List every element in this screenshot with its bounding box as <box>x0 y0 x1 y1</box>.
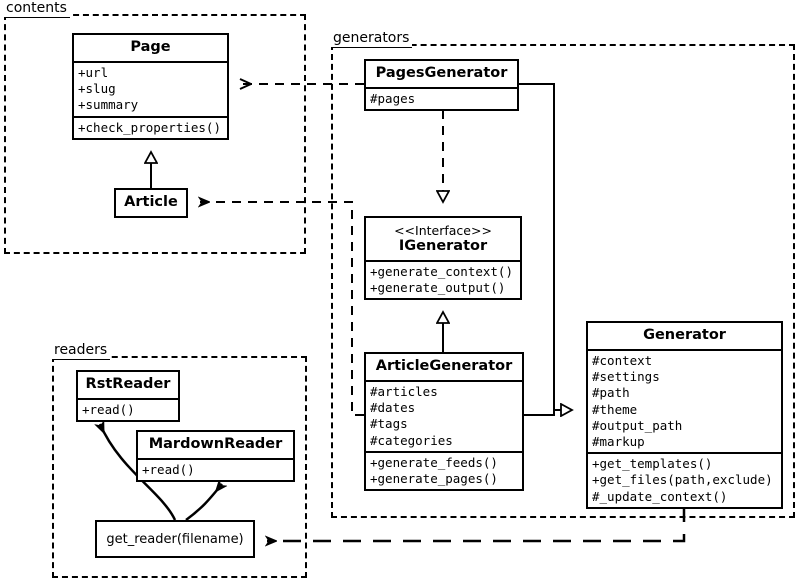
class-articlegenerator-operation: +generate_pages() <box>370 471 498 487</box>
class-generator-title: Generator <box>643 327 726 343</box>
class-pagesgenerator-attribute: #pages <box>370 91 416 106</box>
class-articlegenerator[interactable]: ArticleGenerator #articles #dates #tags … <box>364 352 524 492</box>
package-readers <box>52 356 307 578</box>
class-generator-attribute: #settings <box>592 369 660 385</box>
class-generator-operation: +get_templates() <box>592 456 713 472</box>
class-igenerator-operations: +generate_context() +generate_output() <box>366 260 520 298</box>
class-pagesgenerator-title: PagesGenerator <box>375 65 508 81</box>
class-articlegenerator-attribute: #dates <box>370 400 416 416</box>
class-mardownreader-title: MardownReader <box>148 436 283 452</box>
class-generator-operations: +get_templates() +get_files(path,exclude… <box>588 452 781 507</box>
class-rstreader-operations: +read() <box>78 398 178 420</box>
function-get-reader[interactable]: get_reader(filename) <box>95 520 255 558</box>
class-page-attribute: +slug <box>78 81 116 97</box>
class-page-operation: +check_properties() <box>78 119 221 135</box>
class-generator-attribute: #output_path <box>592 417 683 433</box>
package-contents <box>4 14 306 254</box>
class-page[interactable]: Page +url +slug +summary +check_properti… <box>72 33 229 140</box>
class-articlegenerator-operations: +generate_feeds() +generate_pages() <box>366 450 522 489</box>
class-igenerator-operation: +generate_output() <box>370 280 506 296</box>
class-pagesgenerator[interactable]: PagesGenerator #pages <box>364 59 519 112</box>
class-page-operations: +check_properties() <box>74 115 227 138</box>
class-generator-attribute: #theme <box>592 401 638 417</box>
class-page-title: Page <box>130 39 171 55</box>
class-rstreader-title: RstReader <box>85 376 171 392</box>
class-generator-attribute: #context <box>592 353 653 368</box>
edge-articlegenerator-to-generator <box>524 410 555 416</box>
edge-getreader-to-mardownreader <box>185 484 222 522</box>
class-pagesgenerator-attributes: #pages <box>366 87 517 109</box>
class-igenerator-operation: +generate_context() <box>370 264 513 279</box>
class-articlegenerator-attribute: #articles <box>370 384 438 399</box>
edge-pagesgenerator-to-generator <box>519 83 572 410</box>
class-articlegenerator-attributes: #articles #dates #tags #categories <box>366 380 522 451</box>
function-get-reader-label: get_reader(filename) <box>106 531 244 547</box>
class-articlegenerator-attribute: #categories <box>370 432 453 448</box>
class-igenerator-name: IGenerator <box>398 238 488 254</box>
class-rstreader[interactable]: RstReader +read() <box>76 370 180 423</box>
class-mardownreader-operations: +read() <box>138 458 293 480</box>
class-generator-operation: #_update_context() <box>592 488 728 504</box>
edge-articlegenerator-to-article <box>200 202 364 416</box>
class-generator-attribute: #markup <box>592 434 645 450</box>
class-generator-attribute: #path <box>592 385 630 401</box>
class-generator-attributes: #context #settings #path #theme #output_… <box>588 349 781 452</box>
package-generators <box>331 44 795 518</box>
class-generator[interactable]: Generator #context #settings #path #them… <box>586 321 783 509</box>
class-mardownreader-operation: +read() <box>142 462 195 477</box>
class-article[interactable]: Article <box>114 188 188 218</box>
class-generator-operation: +get_files(path,exclude) <box>592 472 773 488</box>
class-articlegenerator-title: ArticleGenerator <box>375 358 513 374</box>
package-generators-label: generators <box>331 30 413 48</box>
class-igenerator-title-block: <<Interface>> IGenerator <box>366 218 520 260</box>
class-igenerator[interactable]: <<Interface>> IGenerator +generate_conte… <box>364 216 522 301</box>
package-contents-label: contents <box>4 0 70 18</box>
class-articlegenerator-operation: +generate_feeds() <box>370 454 498 470</box>
class-page-attribute: +url <box>78 65 109 80</box>
class-rstreader-operation: +read() <box>82 402 135 417</box>
class-articlegenerator-attribute: #tags <box>370 416 408 432</box>
class-mardownreader[interactable]: MardownReader +read() <box>136 430 295 483</box>
class-page-attributes: +url +slug +summary <box>74 61 227 116</box>
package-readers-label: readers <box>52 342 111 360</box>
class-igenerator-stereotype: <<Interface>> <box>394 223 492 238</box>
class-article-title: Article <box>124 194 178 210</box>
class-page-attribute: +summary <box>78 97 139 113</box>
